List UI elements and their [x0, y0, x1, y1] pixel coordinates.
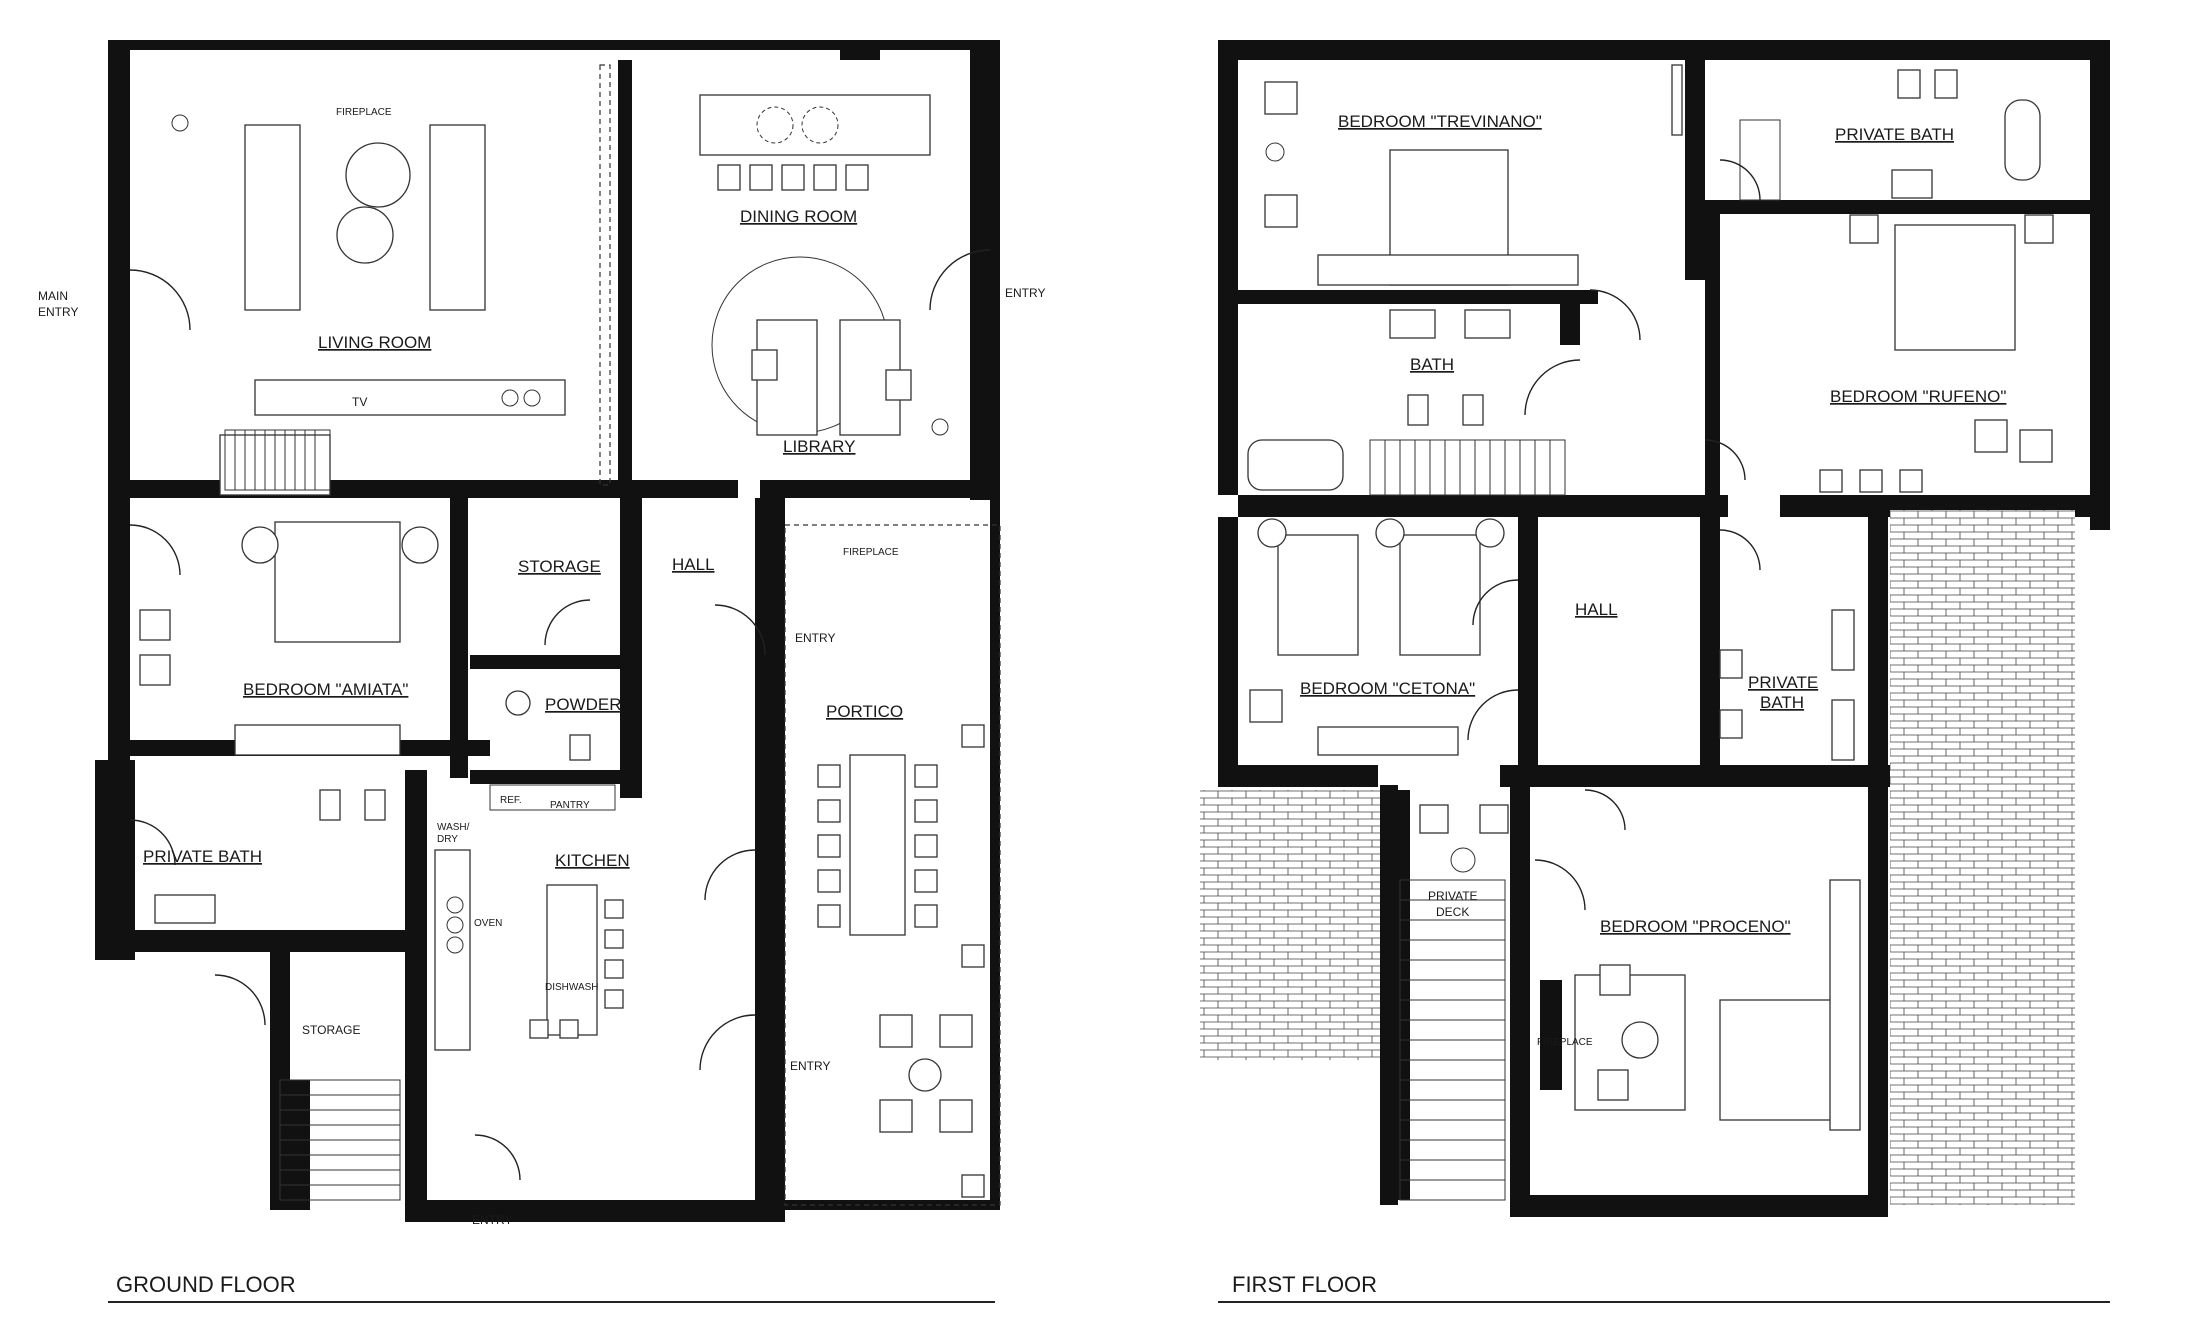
- pantry-label: PANTRY: [550, 800, 590, 811]
- bedroom-amiata-furniture: [139, 521, 439, 756]
- private-bath-top-label: PRIVATE BATH: [1835, 125, 1954, 144]
- private-bath-ground-label: PRIVATE BATH: [143, 847, 262, 866]
- terrace-tiles-left: [1200, 790, 1380, 1060]
- bedroom-cetona-furniture: [1249, 518, 1505, 756]
- portico-fireplace-label: FIREPLACE: [843, 547, 899, 558]
- bedroom-proceno-label: BEDROOM "PROCENO": [1600, 917, 1791, 936]
- bedroom-rufeno-furniture: [1819, 214, 2054, 493]
- ref-label: REF.: [500, 795, 522, 806]
- fireplace-first-label: FIREPLACE: [1537, 1037, 1593, 1048]
- wall-bath-left: [95, 760, 135, 960]
- ground-floor-title: GROUND FLOOR: [116, 1272, 296, 1297]
- first-floor-plan: [1200, 40, 2110, 1217]
- ground-stairs: [224, 429, 401, 1201]
- private-deck-label-1: PRIVATE: [1428, 889, 1478, 903]
- main-entry-label-2: ENTRY: [38, 305, 78, 319]
- wash-dry-label-1: WASH/: [437, 822, 470, 833]
- tv-label: TV: [352, 395, 367, 409]
- bedroom-cetona-label: BEDROOM "CETONA": [1300, 679, 1475, 698]
- entry-portico-label: ENTRY: [790, 1059, 830, 1073]
- bedroom-trevinano-label: BEDROOM "TREVINANO": [1338, 112, 1542, 131]
- kitchen-furniture: [434, 849, 624, 1051]
- first-floor-title: FIRST FLOOR: [1232, 1272, 1377, 1297]
- wash-dry-label-2: DRY: [437, 834, 458, 845]
- terrace-tiles-right: [1890, 510, 2075, 1205]
- private-bath-mid-label-1: PRIVATE: [1748, 673, 1818, 692]
- living-room-furniture: [171, 114, 566, 496]
- main-entry-label-1: MAIN: [38, 289, 68, 303]
- powder-label: POWDER: [545, 695, 622, 714]
- bedroom-amiata-label: BEDROOM "AMIATA": [243, 680, 408, 699]
- living-room-label: LIVING ROOM: [318, 333, 431, 352]
- dishwash-label: DISHWASH: [545, 982, 599, 993]
- entry-dining-label: ENTRY: [1005, 286, 1045, 300]
- private-bath-mid-label-2: BATH: [1760, 693, 1804, 712]
- dining-room-furniture: [699, 94, 949, 436]
- portico-outline: [784, 524, 1001, 1206]
- ground-floor-plan: [95, 40, 1001, 1222]
- first-floor-labels: BEDROOM "TREVINANO" PRIVATE BATH BATH BE…: [1300, 112, 2006, 1048]
- kitchen-label: KITCHEN: [555, 851, 630, 870]
- portico-label: PORTICO: [826, 702, 903, 721]
- hall-first-label: HALL: [1575, 600, 1618, 619]
- oven-label: OVEN: [474, 918, 502, 929]
- bedroom-proceno-furniture: [1574, 879, 1861, 1131]
- portico-furniture: [817, 724, 985, 1198]
- hall-ground-label: HALL: [672, 555, 715, 574]
- library-label: LIBRARY: [783, 437, 855, 456]
- storage-lower-label: STORAGE: [302, 1023, 360, 1037]
- bath-label: BATH: [1410, 355, 1454, 374]
- fireplace-label: FIREPLACE: [336, 107, 392, 118]
- entry-hall-label: ENTRY: [795, 631, 835, 645]
- dining-room-label: DINING ROOM: [740, 207, 857, 226]
- bedroom-trevinano-furniture: [1264, 64, 1683, 286]
- storage-upper-label: STORAGE: [518, 557, 601, 576]
- ground-floor-labels: FIREPLACE MAIN ENTRY LIVING ROOM DINING …: [38, 107, 1045, 1227]
- bedroom-rufeno-label: BEDROOM "RUFENO": [1830, 387, 2006, 406]
- entry-bottom-label: ENTRY: [472, 1213, 512, 1227]
- private-deck-label-2: DECK: [1436, 905, 1469, 919]
